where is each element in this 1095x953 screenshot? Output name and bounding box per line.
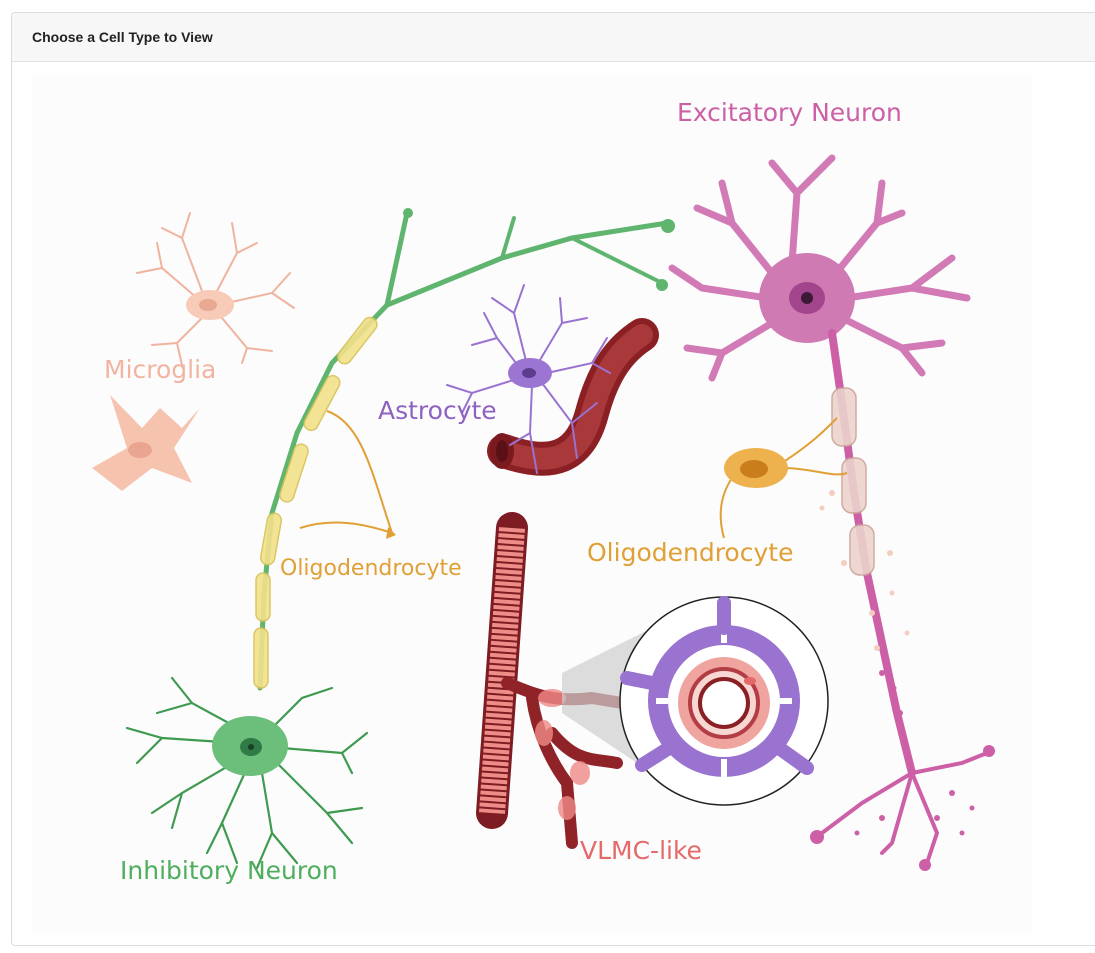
inhibitory-neuron-label[interactable]: Inhibitory Neuron bbox=[120, 856, 338, 885]
oligodendrocyte-left-label[interactable]: Oligodendrocyte bbox=[280, 556, 462, 581]
cell-type-panel: Choose a Cell Type to View bbox=[11, 12, 1095, 946]
vlmc-like-label[interactable]: VLMC-like bbox=[580, 836, 702, 865]
oligodendrocyte-right-label[interactable]: Oligodendrocyte bbox=[587, 538, 793, 567]
brain-cell-illustration: Inhibitory Neuron Microglia Oligodendroc… bbox=[32, 73, 1032, 935]
panel-header: Choose a Cell Type to View bbox=[12, 13, 1095, 62]
excitatory-neuron[interactable] bbox=[668, 154, 995, 871]
inhibitory-neuron[interactable] bbox=[125, 208, 675, 870]
oligodendrocyte-left[interactable] bbox=[299, 410, 396, 539]
astrocyte-label[interactable]: Astrocyte bbox=[378, 396, 497, 425]
vlmc-like[interactable] bbox=[476, 512, 829, 849]
microglia-cells[interactable] bbox=[92, 212, 295, 491]
oligodendrocyte-right[interactable] bbox=[719, 417, 848, 539]
excitatory-neuron-label[interactable]: Excitatory Neuron bbox=[677, 98, 902, 127]
microglia-label[interactable]: Microglia bbox=[104, 355, 216, 384]
panel-title: Choose a Cell Type to View bbox=[32, 29, 213, 45]
astrocyte[interactable] bbox=[446, 284, 659, 476]
